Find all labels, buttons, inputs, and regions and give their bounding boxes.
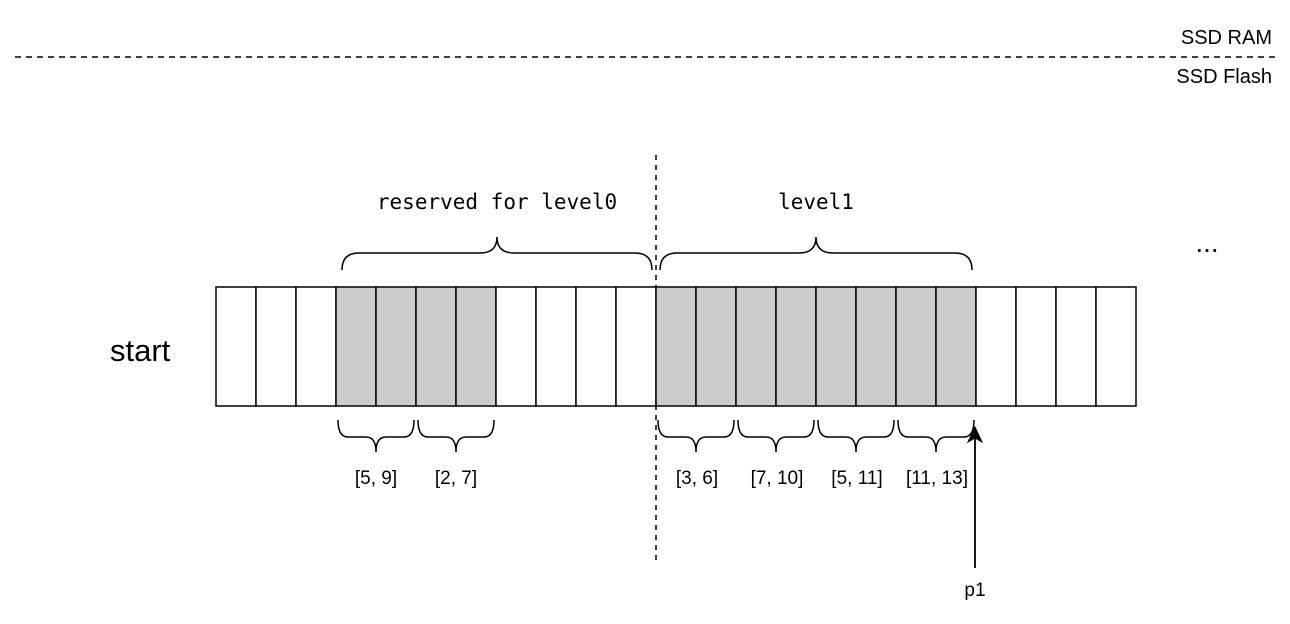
level1-region-label: level1 <box>778 190 854 214</box>
run-brace <box>897 419 975 453</box>
shaded-cell <box>415 286 457 407</box>
range-label: [3, 6] <box>676 468 718 489</box>
more-cells-ellipsis: ... <box>1195 227 1218 258</box>
range-label: [2, 7] <box>435 468 477 489</box>
empty-cell <box>535 286 577 407</box>
empty-cell <box>615 286 657 407</box>
range-label: [11, 13] <box>906 468 968 489</box>
level0-region-label: reserved for level0 <box>377 190 617 214</box>
empty-cell <box>495 286 537 407</box>
shaded-cell <box>335 286 377 407</box>
empty-cell <box>1095 286 1137 407</box>
level0-region-brace <box>341 236 653 271</box>
ssd-ram-label: SSD RAM <box>1181 27 1272 49</box>
range-label: [5, 11] <box>831 468 882 489</box>
empty-cell <box>295 286 337 407</box>
run-brace <box>657 419 735 453</box>
shaded-cell <box>775 286 817 407</box>
run-brace <box>417 419 495 453</box>
shaded-cell <box>895 286 937 407</box>
shaded-cell <box>695 286 737 407</box>
empty-cell <box>975 286 1017 407</box>
empty-cell <box>255 286 297 407</box>
run-brace <box>817 419 895 453</box>
ssd-flash-label: SSD Flash <box>1176 66 1272 88</box>
shaded-cell <box>855 286 897 407</box>
shaded-cell <box>375 286 417 407</box>
shaded-cell <box>655 286 697 407</box>
start-label: start <box>110 333 171 368</box>
shaded-cell <box>815 286 857 407</box>
run-brace <box>737 419 815 453</box>
empty-cell <box>575 286 617 407</box>
empty-cell <box>215 286 257 407</box>
run-braces <box>337 419 975 453</box>
shaded-cell <box>735 286 777 407</box>
shaded-cell <box>455 286 497 407</box>
pointer-arrow-head <box>966 425 984 444</box>
pointer-label: p1 <box>964 580 985 601</box>
run-brace <box>337 419 415 453</box>
range-label: [5, 9] <box>355 468 397 489</box>
shaded-cell <box>935 286 977 407</box>
empty-cell <box>1055 286 1097 407</box>
range-label: [7, 10] <box>751 468 804 489</box>
cell-row <box>215 286 1137 407</box>
empty-cell <box>1015 286 1057 407</box>
level1-region-brace <box>659 236 973 271</box>
